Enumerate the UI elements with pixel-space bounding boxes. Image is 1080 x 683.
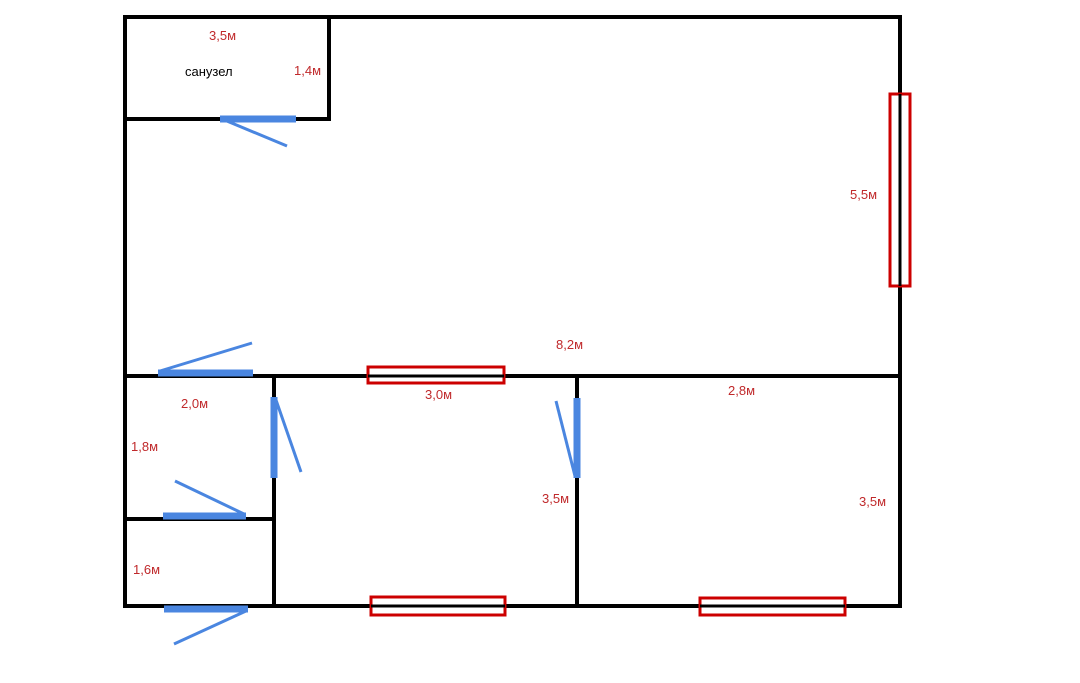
bathroom-label: санузел <box>185 64 233 79</box>
dim-living-right-wall: 5,5м <box>850 187 877 202</box>
doors <box>158 115 581 646</box>
door-icon <box>220 115 296 148</box>
door-icon <box>158 341 253 377</box>
dim-bathroom-width: 3,5м <box>209 28 236 43</box>
door-icon <box>554 398 581 478</box>
door-icon <box>270 397 303 478</box>
door-icon <box>163 479 246 520</box>
dim-middle-room-width: 3,0м <box>425 387 452 402</box>
outer-wall <box>123 15 902 608</box>
window-middle-top <box>366 365 506 385</box>
dim-small-room-width: 2,0м <box>181 396 208 411</box>
dim-middle-room-depth: 3,5м <box>542 491 569 506</box>
dim-living-length: 8,2м <box>556 337 583 352</box>
dim-right-room-width: 2,8м <box>728 383 755 398</box>
window-right <box>888 92 912 288</box>
dim-bathroom-depth: 1,4м <box>294 63 321 78</box>
door-icon <box>164 605 248 646</box>
dimension-labels: 3,5м 1,4м 5,5м 8,2м 3,0м 2,8м 2,0м 1,8м … <box>131 28 886 577</box>
windows <box>366 92 912 617</box>
window-bottom-right <box>698 596 847 617</box>
dim-entry-depth: 1,6м <box>133 562 160 577</box>
dim-small-room-depth: 1,8м <box>131 439 158 454</box>
dim-right-room-depth: 3,5м <box>859 494 886 509</box>
window-bottom-left <box>369 595 507 617</box>
